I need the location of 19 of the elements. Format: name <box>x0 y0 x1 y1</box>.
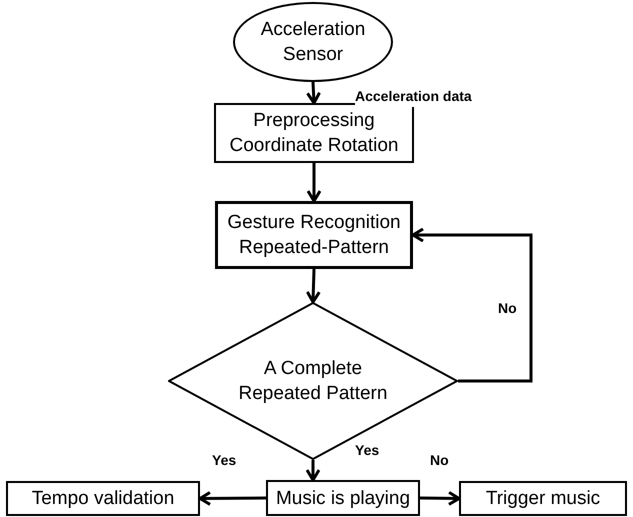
arrow <box>306 460 320 482</box>
node-text: Music is playing <box>274 486 412 510</box>
node-text: Preprocessing Coordinate Rotation <box>228 109 400 158</box>
process-box <box>214 103 414 163</box>
node-text: A Complete Repeated Pattern <box>238 357 388 406</box>
node-text: Acceleration Sensor <box>260 18 366 67</box>
process-box <box>215 201 413 269</box>
arrow <box>420 490 460 506</box>
node-text: Trigger music <box>484 487 602 511</box>
arrow <box>306 268 321 304</box>
arrow <box>306 82 322 104</box>
arrow <box>306 163 322 202</box>
process-box <box>266 480 420 516</box>
arrow <box>198 490 266 506</box>
process-box <box>459 481 627 516</box>
arrow <box>412 228 532 382</box>
process-box <box>6 481 200 516</box>
node-text: Tempo validation <box>30 487 176 511</box>
node-text: Gesture Recognition Repeated-Pattern <box>226 211 402 260</box>
